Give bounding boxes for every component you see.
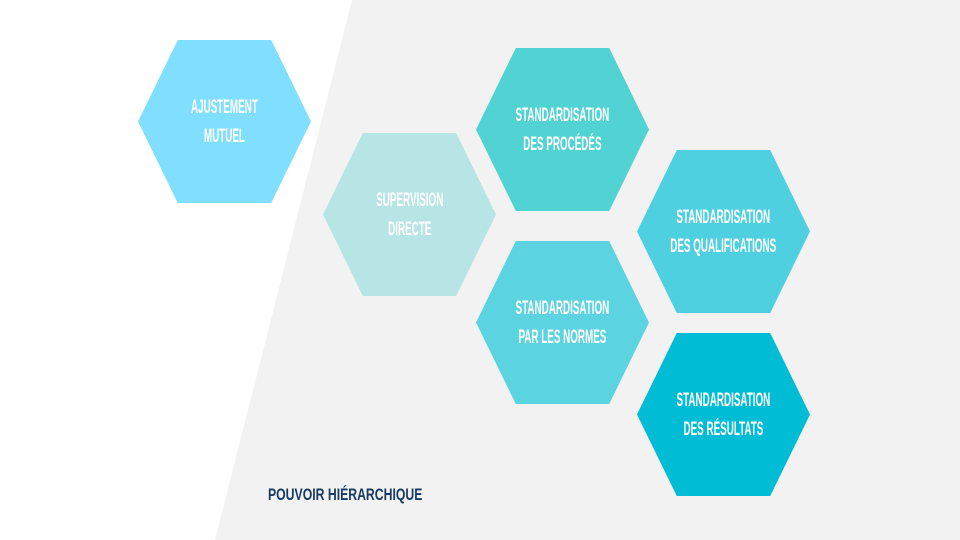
hexagon-standardisation-procedes: STANDARDISATION DES PROCÉDÉS	[476, 48, 649, 211]
hexagon-supervision-directe: SUPERVISION DIRECTE	[323, 133, 496, 296]
hexagon-label-line2: PAR LES NORMES	[518, 326, 607, 348]
hexagon-label: STANDARDISATION PAR LES NORMES	[497, 294, 627, 352]
hexagon-label-line1: STANDARDISATION	[676, 206, 771, 228]
hexagon-standardisation-qualifications: STANDARDISATION DES QUALIFICATIONS	[637, 150, 810, 313]
hexagon-label-line1: AJUSTEMENT	[191, 96, 258, 118]
pouvoir-hierarchique-label: POUVOIR HIÉRARCHIQUE	[268, 485, 423, 504]
hexagon-label: STANDARDISATION DES RÉSULTATS	[658, 386, 788, 444]
hexagon-label-line2: DES RÉSULTATS	[683, 418, 764, 440]
hexagon-standardisation-normes: STANDARDISATION PAR LES NORMES	[476, 241, 649, 404]
hexagon-label-line1: STANDARDISATION	[676, 389, 771, 411]
hexagon-label: STANDARDISATION DES QUALIFICATIONS	[650, 203, 797, 261]
hexagon-standardisation-resultats: STANDARDISATION DES RÉSULTATS	[637, 333, 810, 496]
hexagon-label-line1: SUPERVISION	[375, 189, 444, 211]
hexagon-label-line2: DES PROCÉDÉS	[523, 133, 602, 155]
hexagon-label-line1: STANDARDISATION	[515, 297, 610, 319]
hexagon-label: STANDARDISATION DES PROCÉDÉS	[497, 101, 627, 159]
hexagon-label: SUPERVISION DIRECTE	[363, 186, 456, 244]
hexagon-label-line2: DES QUALIFICATIONS	[670, 235, 777, 257]
hexagon-label-line2: MUTUEL	[203, 125, 246, 147]
hexagon-label-line1: STANDARDISATION	[515, 104, 610, 126]
hexagon-label-line2: DIRECTE	[387, 218, 432, 240]
hexagon-ajustement-mutuel: AJUSTEMENT MUTUEL	[138, 40, 311, 203]
hexagon-label: AJUSTEMENT MUTUEL	[178, 93, 271, 151]
